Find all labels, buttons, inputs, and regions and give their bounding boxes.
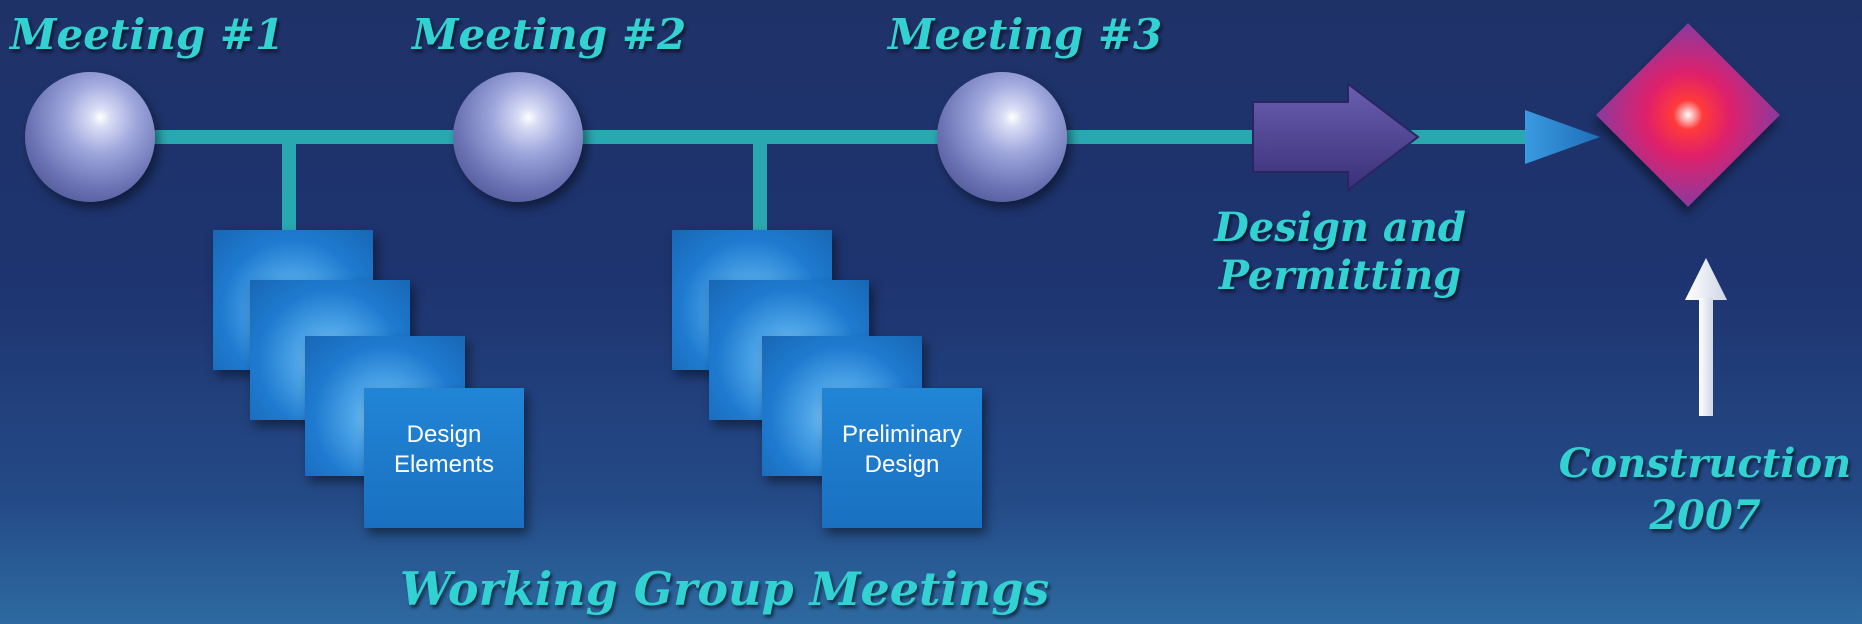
- card-label-preliminary-design: Preliminary Design: [822, 420, 982, 480]
- timeline-arrowhead: [1525, 110, 1600, 164]
- stack-card-front: Design Elements: [364, 388, 524, 528]
- milestone-label-2: Meeting #2: [412, 10, 687, 59]
- connector-line-2: [753, 137, 767, 237]
- milestone-node-2: [453, 72, 583, 202]
- construction-label-line: Construction: [1558, 440, 1852, 487]
- card-label-line: Design: [864, 451, 940, 478]
- construction-label-line: 2007: [1649, 492, 1761, 539]
- phase-label-line: Design and: [1214, 204, 1466, 251]
- stack-card-front: Preliminary Design: [822, 388, 982, 528]
- construction-arrow: [1685, 258, 1727, 416]
- connector-line-1: [282, 137, 296, 237]
- milestone-node-3: [937, 72, 1067, 202]
- card-label-line: Design: [406, 421, 482, 448]
- card-label-line: Elements: [393, 451, 495, 478]
- working-group-title: Working Group Meetings: [400, 562, 1050, 616]
- design-permitting-label: Design and Permitting: [1195, 204, 1485, 300]
- milestone-label-3: Meeting #3: [888, 10, 1163, 59]
- construction-label: Construction 2007: [1555, 438, 1855, 542]
- milestone-node-1: [25, 72, 155, 202]
- milestone-label-1: Meeting #1: [10, 10, 285, 59]
- design-permitting-arrow: [1252, 81, 1420, 193]
- card-label-design-elements: Design Elements: [364, 420, 524, 480]
- card-label-line: Preliminary: [841, 421, 963, 448]
- phase-label-line: Permitting: [1218, 252, 1462, 299]
